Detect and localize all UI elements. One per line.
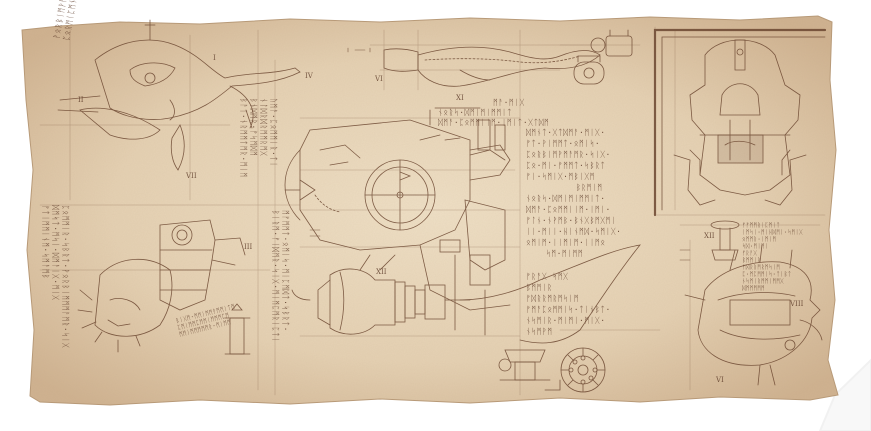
mark-roman-2: II xyxy=(78,96,84,104)
shoulder-guard-sketch xyxy=(77,219,246,353)
note-vertical-5: ᛗᚠᛗᛗᛏ·ᛟᛗᛁᛋ·ᛗᛁᛈᛗᛞᛏ·ᛋᛒᚱᛏ· xyxy=(281,210,290,332)
note-vertical-3: ᛒᚾᛞᛗᚱ·ᚠᛋᛗᛞᛗ xyxy=(249,98,258,157)
gauntlet-device-sketch xyxy=(284,107,641,344)
dimension-ticks xyxy=(309,47,691,261)
note-center-block: ᛞᛗᚾᛏ·ᚷᛏᛞᛗᚨ·ᛗᛁᚷ· ᚠᛏ·ᚹᛁᛗᛗᛏ·ᛟᛗᛁᛋ· ᛈᛟᚱᛒᛁᛗᚹᛗᚨ… xyxy=(526,128,622,258)
gear-wheel-sketch xyxy=(560,347,606,393)
helmet-small-sketch xyxy=(573,29,633,85)
mark-roman-3: III xyxy=(244,243,253,251)
mark-roman-11: VI xyxy=(716,376,724,384)
mark-roman-7: XI xyxy=(456,94,464,102)
corner-frame xyxy=(653,28,827,217)
note-vertical-4: ᛒᚨᛁ·ᚾᚱᛗᛗᛏᛗᚱ·ᛗᛁᛗ xyxy=(239,98,248,178)
mark-roman-4: IV xyxy=(305,72,313,80)
airship-sketch xyxy=(684,244,823,386)
blade-caption: ᛗᚨ·ᛗᛁᚷ ᚾᛟᚱᛋ·ᛞᛗᛁᛗᛁᛗᛗᛁᛏ ᛞᛗᚨ·ᛈᛟᛗᛗᛁᛁᛗ·ᛁᛗᛁᛏ·ᚷ… xyxy=(438,98,550,127)
mark-roman-1: I xyxy=(213,54,216,62)
mark-roman-9: VIII xyxy=(790,300,804,308)
background-ornament xyxy=(818,358,871,431)
note-bottom-left-1: ᛈᛟᛗᛗᛁᚱ·ᛋᛒᚱᛏ·ᚹᛟᚱᛒᛁᛗᛗᛗᚨᛗᚱ·ᛋᛁᚷ xyxy=(61,205,70,349)
note-bottom-left-2: ᛞᛗᛋᛏ·ᛗᛋᛁ·ᛞᛗᚨᛁᚷ·ᛗᛁᚷ xyxy=(51,205,60,301)
pedestal-sketch xyxy=(710,220,740,261)
mark-roman-8: XII xyxy=(376,268,387,276)
note-bottom-left-3: ᚠᛏᛁᛗᛗᛁᚾᛗ·ᛋᛗᚨᛗᛒ xyxy=(41,205,50,280)
construction-lines xyxy=(39,26,826,396)
blade-sketch xyxy=(383,46,601,87)
note-right-block: ᚠᚠᛗᛗᚱᛁᛈᛗᛁᛏ ᛁᛗᛋᛁ·ᛗᛁᚺᛞᛗᛁ·ᛋᛗᛁᚷ ᛟᛗᛗᚱ·ᛁᛗᛁᛗ ᛋᛞ… xyxy=(742,222,803,292)
mark-roman-5: VI xyxy=(375,75,383,83)
piston-assembly-sketch xyxy=(291,254,471,335)
mark-roman-6: VII xyxy=(186,172,197,180)
lantern-sketch xyxy=(224,303,251,355)
note-vertical-6: ᛒᛁᚱᛗ·ᚠᛁᛞᛗᚱ·ᛋᛁᚷ·ᛗᛁᛗᛈᛗᚱᛁᛈᛏᛁ xyxy=(271,210,280,343)
note-vertical-1: ᚢᛗᚨ·ᛈᛟᛗᛗᛁᚱ·ᛏᛁ xyxy=(269,98,278,167)
note-lower-center: ᚠᚱᚨᚷ ᛋᛗᚷ ᛒᛗᛗᛁᚱ ᚠᛞᚱᚱᛗᚱᛗᛋᛁᛗ ᚠᛗᚨᛈᛟᛗᛗᛁᛋ·ᛏᛁᚾᛒ… xyxy=(526,272,611,336)
helmet-sketch xyxy=(673,39,807,206)
mark-roman-10: XII xyxy=(704,232,715,240)
winged-ornament-sketch xyxy=(57,19,301,171)
vise-sketch xyxy=(498,349,561,391)
note-vertical-2: ᚾᛚᛞᚱᛞᚱᛗᛗᚱᛗᚷ xyxy=(259,98,268,157)
